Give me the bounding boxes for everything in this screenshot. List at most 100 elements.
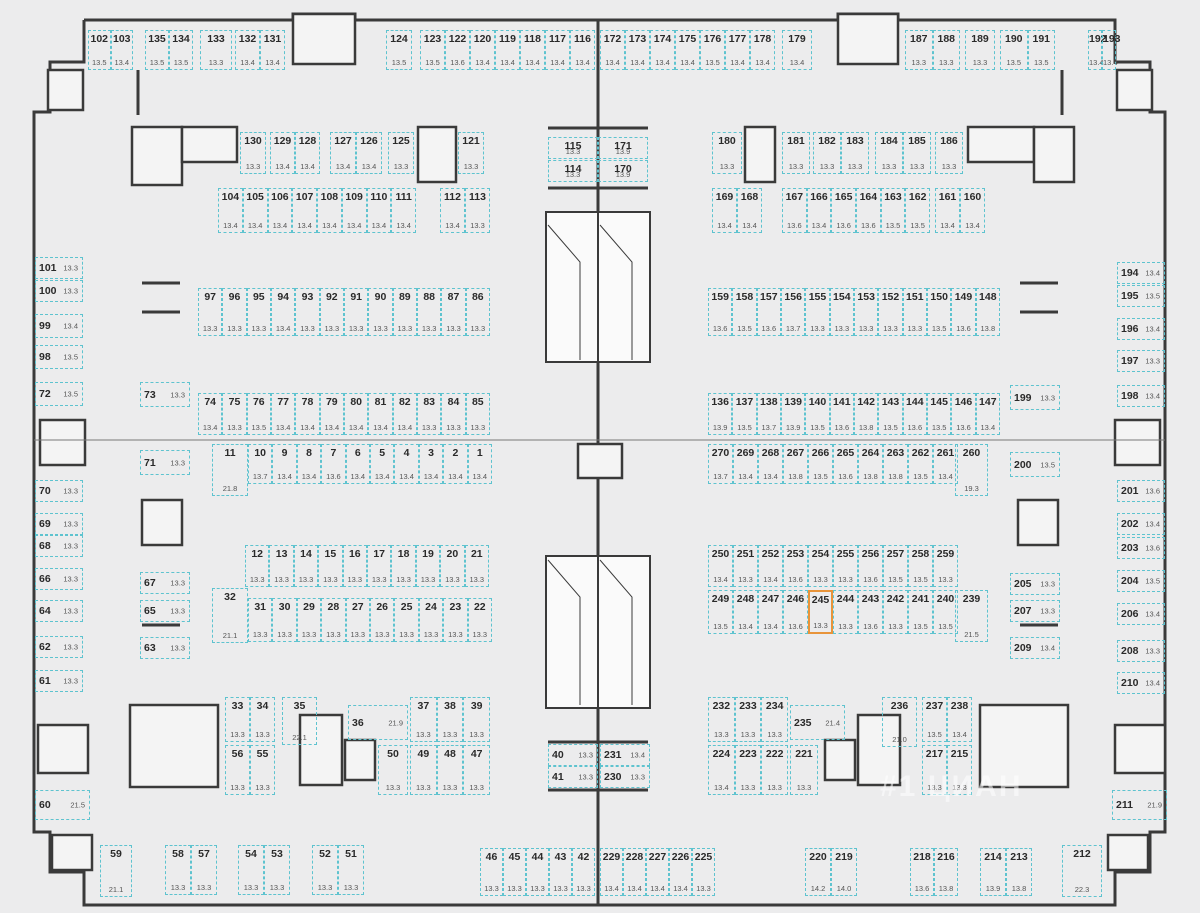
parking-spot-134[interactable]: 13413.5 <box>169 30 193 70</box>
parking-spot-97[interactable]: 9713.3 <box>198 288 223 336</box>
parking-spot-69[interactable]: 6913.3 <box>35 513 83 535</box>
parking-spot-48[interactable]: 4813.3 <box>436 745 464 795</box>
parking-spot-236[interactable]: 23621.0 <box>882 697 917 747</box>
parking-spot-14[interactable]: 1413.3 <box>293 545 319 587</box>
parking-spot-169[interactable]: 16913.4 <box>712 188 737 233</box>
parking-spot-30[interactable]: 3013.3 <box>272 598 297 642</box>
parking-spot-230[interactable]: 23013.3 <box>600 766 650 788</box>
parking-spot-143[interactable]: 14313.5 <box>878 393 903 435</box>
parking-spot-237[interactable]: 23713.5 <box>922 697 947 742</box>
parking-spot-72[interactable]: 7213.5 <box>35 382 83 406</box>
parking-spot-147[interactable]: 14713.4 <box>975 393 1000 435</box>
parking-spot-186[interactable]: 18613.3 <box>935 132 963 174</box>
parking-spot-12[interactable]: 1213.3 <box>245 545 270 587</box>
parking-spot-176[interactable]: 17613.5 <box>700 30 725 70</box>
parking-spot-67[interactable]: 6713.3 <box>140 572 190 594</box>
parking-spot-268[interactable]: 26813.4 <box>758 444 783 484</box>
parking-spot-108[interactable]: 10813.4 <box>317 188 342 233</box>
parking-spot-269[interactable]: 26913.4 <box>733 444 758 484</box>
parking-spot-114[interactable]: 11413.3 <box>548 160 598 182</box>
parking-spot-64[interactable]: 6413.3 <box>35 600 83 622</box>
parking-spot-91[interactable]: 9113.3 <box>344 288 369 336</box>
parking-spot-145[interactable]: 14513.5 <box>927 393 952 435</box>
parking-spot-198[interactable]: 19813.4 <box>1117 385 1165 407</box>
parking-spot-102[interactable]: 10213.5 <box>88 30 111 70</box>
parking-spot-207[interactable]: 20713.3 <box>1010 600 1060 622</box>
parking-spot-31[interactable]: 3113.3 <box>248 598 273 642</box>
parking-spot-57[interactable]: 5713.3 <box>191 845 217 895</box>
parking-spot-6[interactable]: 613.4 <box>345 444 370 484</box>
parking-spot-174[interactable]: 17413.4 <box>650 30 675 70</box>
parking-spot-181[interactable]: 18113.3 <box>782 132 810 174</box>
parking-spot-136[interactable]: 13613.9 <box>708 393 733 435</box>
parking-spot-137[interactable]: 13713.5 <box>732 393 757 435</box>
parking-spot-87[interactable]: 8713.3 <box>441 288 466 336</box>
parking-spot-153[interactable]: 15313.3 <box>854 288 879 336</box>
parking-spot-221[interactable]: 22113.3 <box>790 745 818 795</box>
parking-spot-171[interactable]: 17113.9 <box>598 137 648 159</box>
parking-spot-2[interactable]: 213.4 <box>443 444 468 484</box>
parking-spot-248[interactable]: 24813.4 <box>733 590 758 634</box>
parking-spot-146[interactable]: 14613.6 <box>951 393 976 435</box>
parking-spot-246[interactable]: 24613.6 <box>783 590 808 634</box>
parking-spot-177[interactable]: 17713.4 <box>725 30 750 70</box>
parking-spot-63[interactable]: 6313.3 <box>140 637 190 659</box>
parking-spot-44[interactable]: 4413.3 <box>526 848 549 896</box>
parking-spot-92[interactable]: 9213.3 <box>319 288 344 336</box>
parking-spot-77[interactable]: 7713.4 <box>271 393 296 435</box>
parking-spot-253[interactable]: 25313.6 <box>783 545 808 587</box>
parking-spot-33[interactable]: 3313.3 <box>225 697 250 742</box>
parking-spot-244[interactable]: 24413.3 <box>833 590 858 634</box>
parking-spot-17[interactable]: 1713.3 <box>367 545 392 587</box>
parking-spot-7[interactable]: 713.6 <box>321 444 346 484</box>
parking-spot-195[interactable]: 19513.5 <box>1117 285 1165 307</box>
parking-spot-225[interactable]: 22513.3 <box>692 848 715 896</box>
parking-spot-159[interactable]: 15913.6 <box>708 288 733 336</box>
parking-spot-129[interactable]: 12913.4 <box>270 132 295 174</box>
parking-spot-66[interactable]: 6613.3 <box>35 568 83 590</box>
parking-spot-11[interactable]: 1121.8 <box>212 444 248 496</box>
parking-spot-175[interactable]: 17513.4 <box>675 30 700 70</box>
parking-spot-133[interactable]: 13313.3 <box>200 30 232 70</box>
parking-spot-163[interactable]: 16313.5 <box>880 188 906 233</box>
parking-spot-191[interactable]: 19113.5 <box>1027 30 1055 70</box>
parking-spot-109[interactable]: 10913.4 <box>341 188 367 233</box>
parking-spot-74[interactable]: 7413.4 <box>198 393 223 435</box>
parking-spot-165[interactable]: 16513.6 <box>831 188 856 233</box>
parking-spot-49[interactable]: 4913.3 <box>410 745 437 795</box>
parking-spot-37[interactable]: 3713.3 <box>410 697 437 742</box>
parking-spot-168[interactable]: 16813.4 <box>737 188 762 233</box>
parking-spot-184[interactable]: 18413.3 <box>875 132 903 174</box>
parking-spot-23[interactable]: 2313.3 <box>443 598 468 642</box>
parking-spot-29[interactable]: 2913.3 <box>296 598 322 642</box>
parking-spot-4[interactable]: 413.4 <box>394 444 419 484</box>
parking-spot-194[interactable]: 19413.4 <box>1117 262 1165 284</box>
parking-spot-25[interactable]: 2513.3 <box>394 598 419 642</box>
parking-spot-84[interactable]: 8413.3 <box>441 393 466 435</box>
parking-spot-251[interactable]: 25113.3 <box>733 545 758 587</box>
parking-spot-65[interactable]: 6513.3 <box>140 600 190 622</box>
parking-spot-257[interactable]: 25713.5 <box>883 545 908 587</box>
parking-spot-82[interactable]: 8213.4 <box>392 393 417 435</box>
parking-spot-104[interactable]: 10413.4 <box>218 188 243 233</box>
parking-spot-123[interactable]: 12313.5 <box>420 30 445 70</box>
parking-spot-61[interactable]: 6113.3 <box>35 670 83 692</box>
parking-spot-81[interactable]: 8113.4 <box>368 393 393 435</box>
parking-spot-3[interactable]: 313.4 <box>418 444 444 484</box>
parking-spot-235[interactable]: 23521.4 <box>790 705 845 740</box>
parking-spot-68[interactable]: 6813.3 <box>35 535 83 557</box>
parking-spot-96[interactable]: 9613.3 <box>222 288 247 336</box>
parking-spot-124[interactable]: 12413.5 <box>386 30 412 70</box>
parking-spot-204[interactable]: 20413.5 <box>1117 570 1165 592</box>
parking-spot-250[interactable]: 25013.4 <box>708 545 733 587</box>
parking-spot-150[interactable]: 15013.5 <box>927 288 952 336</box>
parking-spot-220[interactable]: 22014.2 <box>805 848 831 896</box>
parking-spot-245[interactable]: 24513.3 <box>808 590 833 634</box>
parking-spot-226[interactable]: 22613.4 <box>669 848 692 896</box>
parking-spot-231[interactable]: 23113.4 <box>600 744 650 766</box>
parking-spot-217[interactable]: 21713.3 <box>922 745 947 795</box>
parking-spot-182[interactable]: 18213.3 <box>813 132 841 174</box>
parking-spot-106[interactable]: 10613.4 <box>267 188 293 233</box>
parking-spot-154[interactable]: 15413.3 <box>829 288 854 336</box>
parking-spot-53[interactable]: 5313.3 <box>264 845 290 895</box>
